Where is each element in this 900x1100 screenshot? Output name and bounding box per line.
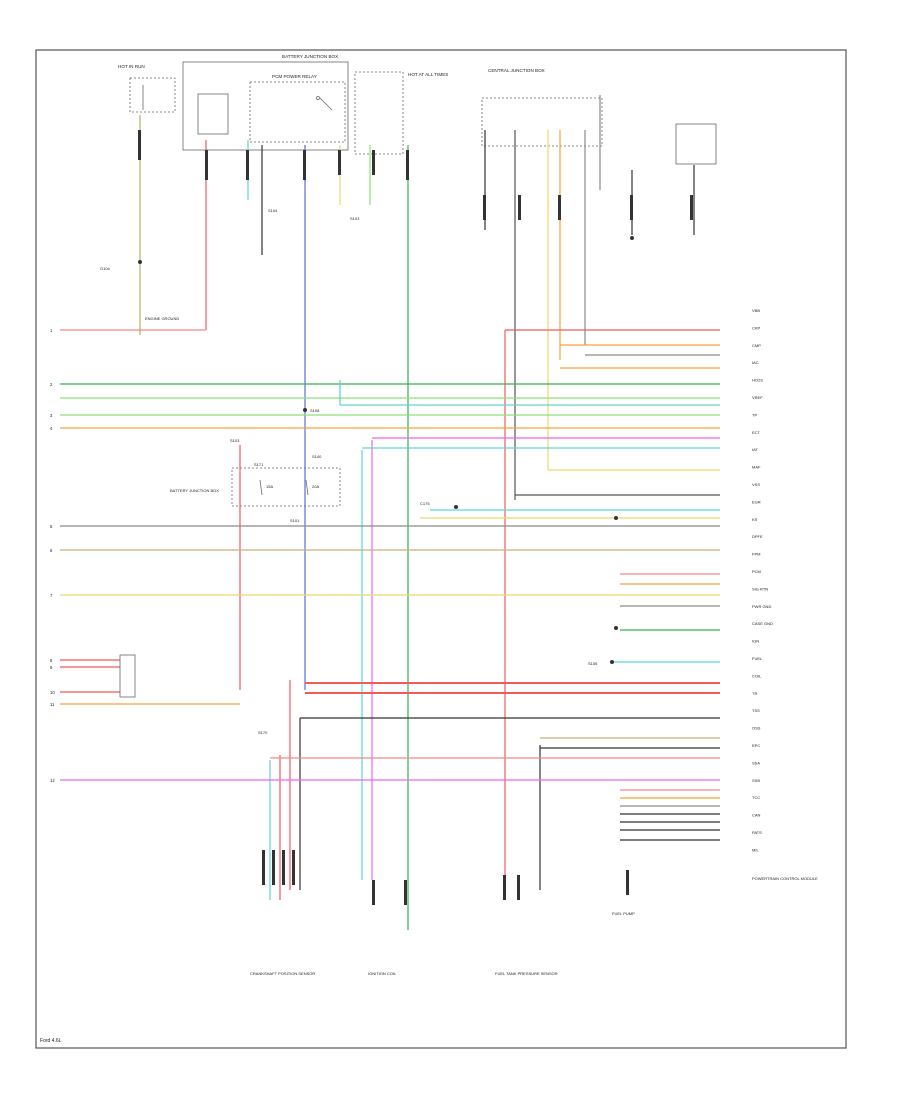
- label-fuel-tank: FUEL TANK PRESSURE SENSOR: [495, 971, 558, 976]
- pcm-pin-label: VBB: [752, 308, 760, 313]
- label-s171: S171: [254, 462, 264, 467]
- label-s155: S155: [588, 661, 598, 666]
- ckp-sensor-module: [481, 97, 603, 147]
- pcm-pin-label: DPFE: [752, 534, 763, 539]
- pcm-pin-label: MIL: [752, 847, 759, 852]
- pcm-pin-label: ECT: [752, 430, 761, 435]
- footer-label: Ford 4.6L: [40, 1038, 62, 1044]
- top-labels: HOT IN RUN BATTERY JUNCTION BOX PCM POWE…: [100, 54, 545, 271]
- pcm-pin-label: PWR GND: [752, 604, 771, 609]
- pcm-pin-label: SSB: [752, 778, 760, 783]
- label-s140: S140: [312, 454, 322, 459]
- label-fuel-pump: FUEL PUMP: [612, 911, 635, 916]
- diagram-frame: [35, 49, 847, 1049]
- left-pin: 7: [50, 593, 53, 598]
- label-engine-ground: ENGINE GROUND: [145, 316, 179, 321]
- left-pin-numbers: 1 2 3 4 5 6 7 8 9 10 11 12: [50, 328, 55, 783]
- bottom-labels: CRANKSHAFT POSITION SENSOR IGNITION COIL…: [250, 876, 818, 976]
- label-g104: G104: [100, 266, 111, 271]
- pcm-pin-label: CMP: [752, 343, 761, 348]
- pcm-pin-label: TCC: [752, 795, 760, 800]
- mid-labels: ENGINE GROUND S108 S103 S140 S171 15A 20…: [145, 316, 598, 735]
- top-components: [129, 61, 717, 165]
- left-pin: 9: [50, 665, 53, 670]
- label-crank-sensors: CRANKSHAFT POSITION SENSOR: [250, 971, 315, 976]
- pcm-pin-label: VREF: [752, 395, 763, 400]
- fuse-hot-in-run: [129, 77, 176, 113]
- pcm-pin-label: SSA: [752, 760, 760, 765]
- pcm-pin-label: PATS: [752, 830, 762, 835]
- label-s101: S101: [290, 518, 300, 523]
- left-pin: 10: [50, 690, 55, 695]
- pcm-fuse: [197, 93, 229, 135]
- label-ignition: IGNITION COIL: [368, 971, 397, 976]
- label-fuse-20a: 20A: [312, 484, 319, 489]
- sensor-connector-left: [119, 654, 136, 698]
- left-pin: 1: [50, 328, 53, 333]
- pcm-pin-label: IAT: [752, 447, 758, 452]
- connector-far-right: [675, 123, 717, 165]
- bottom-connectors: [138, 130, 693, 905]
- pcm-pin-label: EGR: [752, 499, 761, 504]
- pcm-pin-label: EPC: [752, 743, 760, 748]
- label-hot-in-run: HOT IN RUN: [118, 64, 145, 69]
- mid-components: [119, 467, 341, 698]
- label-s104: S104: [268, 208, 278, 213]
- central-junction-box: [182, 61, 349, 151]
- pcm-pin-label: TSS: [752, 708, 760, 713]
- splices: [138, 236, 634, 664]
- pcm-pin-label: COIL: [752, 673, 762, 678]
- label-s103-mid: S103: [230, 438, 240, 443]
- horizontal-wires: [60, 329, 720, 841]
- pcm-pin-label: TR: [752, 691, 757, 696]
- pcm-pin-label: CASE GND: [752, 621, 773, 626]
- fuse-block-mid: [231, 467, 341, 507]
- pcm-pin-label: HO2S: [752, 378, 763, 383]
- label-fuse-15a: 15A: [266, 484, 273, 489]
- pcm-power-relay: [249, 81, 346, 143]
- left-pin: 2: [50, 382, 53, 387]
- left-pin: 4: [50, 426, 53, 431]
- pcm-pin-label: CAN: [752, 813, 761, 818]
- pcm-pin-label: KS: [752, 517, 758, 522]
- label-battery-junction: BATTERY JUNCTION BOX: [170, 488, 219, 493]
- pcm-pin-label: SIG RTN: [752, 586, 768, 591]
- pcm-pin-label: CKP: [752, 325, 761, 330]
- left-pin: 5: [50, 524, 53, 529]
- label-central-box: CENTRAL JUNCTION BOX: [488, 68, 545, 73]
- left-pin: 11: [50, 702, 55, 707]
- label-s170: S170: [258, 730, 268, 735]
- label-s108: S108: [310, 408, 320, 413]
- pcm-pin-label: PCM: [752, 569, 761, 574]
- pcm-pin-label: IAC: [752, 360, 759, 365]
- left-pin: 6: [50, 548, 53, 553]
- pcm-pin-label: FPM: [752, 552, 760, 557]
- left-pin: 8: [50, 658, 53, 663]
- label-pcm-relay: PCM POWER RELAY: [272, 74, 317, 79]
- label-note-right: POWERTRAIN CONTROL MODULE: [752, 876, 818, 881]
- pcm-pin-label: IGN: [752, 639, 759, 644]
- pcm-pin-label: MAF: [752, 465, 761, 470]
- pcm-pin-labels: VBB CKP CMP IAC HO2S VREF TP ECT IAT MAF VSS EGR KS D…: [752, 308, 773, 852]
- vertical-wires: [139, 95, 695, 930]
- pcm-pin-label: TP: [752, 412, 757, 417]
- pcm-pin-label: OSS: [752, 726, 761, 731]
- label-hot-at-all-times: HOT AT ALL TIMES: [408, 72, 448, 77]
- fuse-battery: [354, 71, 404, 155]
- label-inline-connector: C175: [420, 501, 430, 506]
- label-s103: S103: [350, 216, 360, 221]
- label-bat-fuse: BATTERY JUNCTION BOX: [282, 54, 338, 59]
- pcm-pin-label: FUEL: [752, 656, 763, 661]
- pcm-pin-label: VSS: [752, 482, 760, 487]
- left-pin: 12: [50, 778, 55, 783]
- left-pin: 3: [50, 413, 53, 418]
